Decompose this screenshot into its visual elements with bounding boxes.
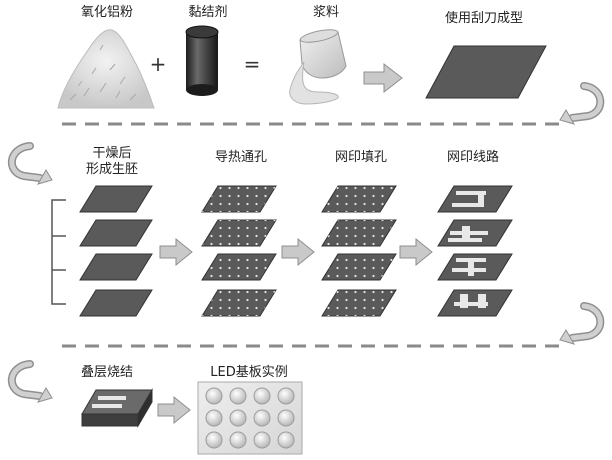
binder-cylinder-icon (185, 25, 219, 96)
printed-circuit-sheet-stack (437, 185, 513, 317)
label-slurry: 浆料 (312, 5, 339, 20)
via-sheet-stack (201, 185, 277, 317)
green-sheet-stack (79, 185, 153, 317)
label-screen-fill: 网印填孔 (334, 150, 387, 165)
led-substrate-photo (197, 381, 303, 455)
u-turn-arrow-icon (7, 360, 53, 403)
powder-pile-icon (57, 29, 155, 109)
stack-bracket (51, 199, 66, 305)
label-dry-green-body: 干燥后 形成生胚 (85, 146, 138, 177)
right-arrow-icon (399, 237, 433, 267)
right-arrow-icon (363, 62, 403, 94)
label-lamination-sintering: 叠层烧结 (80, 365, 133, 380)
label-led-substrate-example: LED基板实例 (210, 365, 288, 380)
laminated-block (81, 388, 153, 428)
right-arrow-icon (157, 395, 191, 425)
filled-via-sheet-stack (321, 185, 397, 317)
label-tape-casting: 使用刮刀成型 (444, 11, 523, 26)
slurry-pour-icon (289, 29, 347, 105)
label-binder: 黏结剂 (188, 5, 228, 20)
label-thermal-via: 导热通孔 (214, 150, 267, 165)
plus-sign: + (149, 52, 167, 76)
label-alumina-powder: 氧化铝粉 (80, 5, 133, 20)
right-arrow-icon (159, 237, 193, 267)
label-screen-line: 网印线路 (446, 150, 499, 165)
right-arrow-icon (281, 237, 315, 267)
u-turn-arrow-icon (7, 142, 53, 185)
tape-cast-sheet (425, 45, 547, 99)
equals-sign: = (243, 52, 261, 76)
u-turn-arrow-icon (559, 302, 605, 345)
u-turn-arrow-icon (559, 82, 605, 125)
